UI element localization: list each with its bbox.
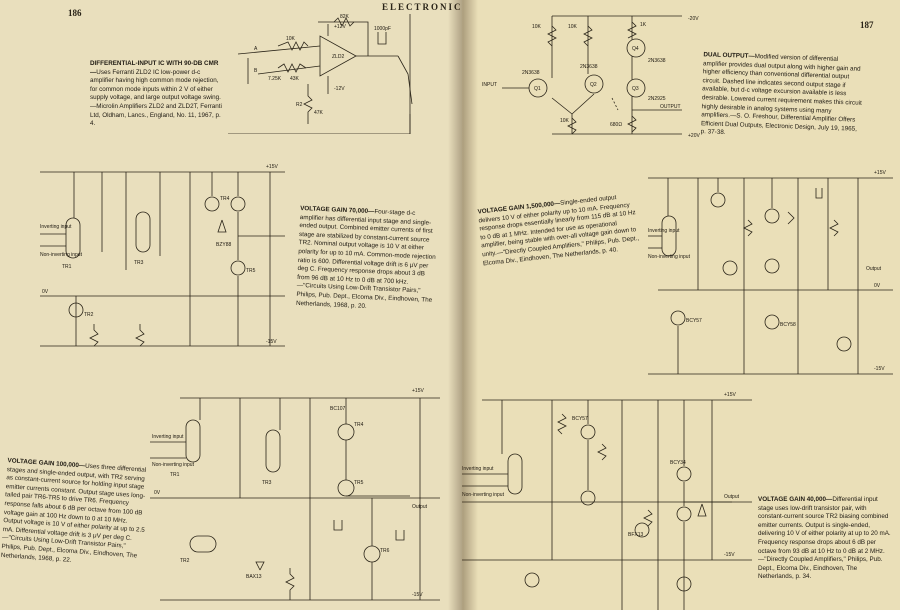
caption-body: Four-stage d-c amplifier has differentia… — [295, 208, 436, 310]
tr6-label: TR6 — [380, 548, 390, 554]
page-number-right: 187 — [860, 20, 874, 30]
zero-label: 0V — [874, 283, 881, 289]
zero-label: 0V — [154, 490, 161, 496]
tr2-label: TR2 — [180, 558, 190, 564]
v-pos20-label: +20V — [688, 133, 700, 139]
bcy57-label: BCY57 — [686, 318, 702, 324]
schematic-voltage-gain-70000: Inverting input Non-inverting input TR1 … — [40, 164, 285, 347]
rail-neg-label: -15V — [724, 552, 735, 558]
caption-body: Modified version of differential amplifi… — [700, 53, 862, 137]
rail-neg-label: -15V — [266, 339, 277, 345]
inv-input-label: Inverting input — [152, 434, 184, 440]
rv-label: R2 — [296, 102, 303, 108]
r3-label: 7.25K — [268, 76, 282, 82]
bfx13-label: BFX13 — [628, 532, 644, 538]
rail-neg-label: -15V — [874, 366, 885, 372]
q3-label: Q3 — [632, 86, 639, 92]
input-label: INPUT — [482, 82, 497, 88]
r10k-a-label: 10K — [532, 24, 542, 30]
r680-label: 680Ω — [610, 122, 622, 128]
caption-body: Uses three differential stages and singl… — [0, 462, 147, 564]
caption-differential-input: DIFFERENTIAL-INPUT IC WITH 90-DB CMR—Use… — [90, 60, 222, 129]
q1-label: Q1 — [534, 86, 541, 92]
tr4-label: TR4 — [354, 422, 364, 428]
r1-label: 10K — [286, 36, 296, 42]
r5-label: 47K — [314, 110, 324, 116]
output-label: Output — [412, 504, 428, 510]
tr3-label: TR3 — [262, 480, 272, 486]
schematic-voltage-gain-1500000: Inverting input Non-inverting input BCY5… — [648, 170, 893, 375]
node-a-label: A — [254, 46, 258, 52]
inv-input-label: Inverting input — [40, 224, 72, 230]
bc134-label: BCY34 — [670, 460, 686, 466]
tr4-label: TR4 — [220, 196, 230, 202]
bcy58-label: BCY58 — [780, 322, 796, 328]
q2-label: Q2 — [590, 82, 597, 88]
noninv-input-label: Non-inverting input — [462, 492, 505, 498]
rail-pos-label: +15V — [266, 164, 278, 170]
inv-input-label: Inverting input — [648, 228, 680, 234]
t2n3638-label: 2N3638 — [522, 70, 540, 76]
r10k-b-label: 10K — [568, 24, 578, 30]
left-page: 186 ELECTRONICS ZLD2 — [0, 0, 462, 610]
schematic-differential-input: ZLD2 10K 82K 7.25K 43K 47K +12V -12V 100… — [228, 14, 413, 134]
right-page: 187 — [462, 0, 900, 610]
bax-label: BAX13 — [246, 574, 262, 580]
q4-label: Q4 — [632, 46, 639, 52]
caption-voltage-gain-1500000: VOLTAGE GAIN 1,500,000—Single-ended outp… — [477, 192, 644, 269]
caption-heading: VOLTAGE GAIN 40,000— — [758, 496, 833, 503]
c1-label: 1000pF — [374, 26, 391, 32]
rail-pos-label: +15V — [724, 392, 736, 398]
running-head: ELECTRONICS — [382, 2, 462, 12]
bcy57-label: BCY57 — [572, 416, 588, 422]
noninv-input-label: Non-inverting input — [40, 252, 83, 258]
zero-label: 0V — [42, 289, 49, 295]
caption-heading: DUAL OUTPUT— — [703, 51, 755, 61]
r2-label: 82K — [340, 14, 350, 20]
bzy-label: BZY88 — [216, 242, 232, 248]
noninv-input-label: Non-inverting input — [152, 462, 195, 468]
vpos-label: +12V — [334, 24, 346, 30]
tr2-label: TR2 — [84, 312, 94, 318]
caption-voltage-gain-40000: VOLTAGE GAIN 40,000—Differential input s… — [758, 496, 894, 582]
noninv-input-label: Non-inverting input — [648, 254, 691, 260]
vneg-label: -12V — [334, 86, 345, 92]
inv-input-label: Inverting input — [462, 466, 494, 472]
rail-pos-label: +15V — [412, 388, 424, 394]
caption-voltage-gain-70000: VOLTAGE GAIN 70,000—Four-stage d-c ampli… — [296, 205, 440, 314]
caption-body: Uses Ferranti ZLD2 IC low-power d-c ampl… — [90, 68, 222, 128]
t2n3638c-label: 2N3638 — [648, 58, 666, 64]
caption-heading: DIFFERENTIAL-INPUT IC WITH 90-DB CMR— — [90, 60, 219, 76]
tr1-label: TR1 — [62, 264, 72, 270]
tr5-label: TR5 — [354, 480, 364, 486]
tr3-label: TR3 — [134, 260, 144, 266]
output-label: Output — [724, 494, 740, 500]
r10k-c-label: 10K — [560, 118, 570, 124]
output-label: Output — [866, 266, 882, 272]
rail-pos-label: +15V — [874, 170, 886, 176]
t2n3638b-label: 2N3638 — [580, 64, 598, 70]
schematic-voltage-gain-100000: Inverting input Non-inverting input TR1 … — [150, 388, 440, 601]
page-number-left: 186 — [68, 8, 82, 18]
node-b-label: B — [254, 68, 258, 74]
rail-neg-label: -15V — [412, 592, 423, 598]
schematic-dual-output: -20V +20V 10K 10K 10K 1K 680Ω Q1 Q2 Q3 Q… — [482, 15, 700, 139]
caption-dual-output: DUAL OUTPUT—Modified version of differen… — [701, 51, 864, 142]
schematic-voltage-gain-40000: Inverting input Non-inverting input BCY5… — [462, 392, 752, 610]
v-neg20-label: -20V — [688, 16, 699, 22]
tr1-label: TR1 — [170, 472, 180, 478]
ic-label: ZLD2 — [332, 54, 344, 60]
book-gutter — [448, 0, 478, 610]
caption-voltage-gain-100000: VOLTAGE GAIN 100,000—Uses three differen… — [1, 457, 150, 570]
tr5-label: TR5 — [246, 268, 256, 274]
t2n2925-label: 2N2925 — [648, 96, 666, 102]
output-label: OUTPUT — [660, 104, 681, 110]
r1k-label: 1K — [640, 22, 647, 28]
caption-body: Differential input stage uses low-drift … — [758, 496, 891, 581]
bc107-label: BC107 — [330, 406, 346, 412]
r4-label: 43K — [290, 76, 300, 82]
